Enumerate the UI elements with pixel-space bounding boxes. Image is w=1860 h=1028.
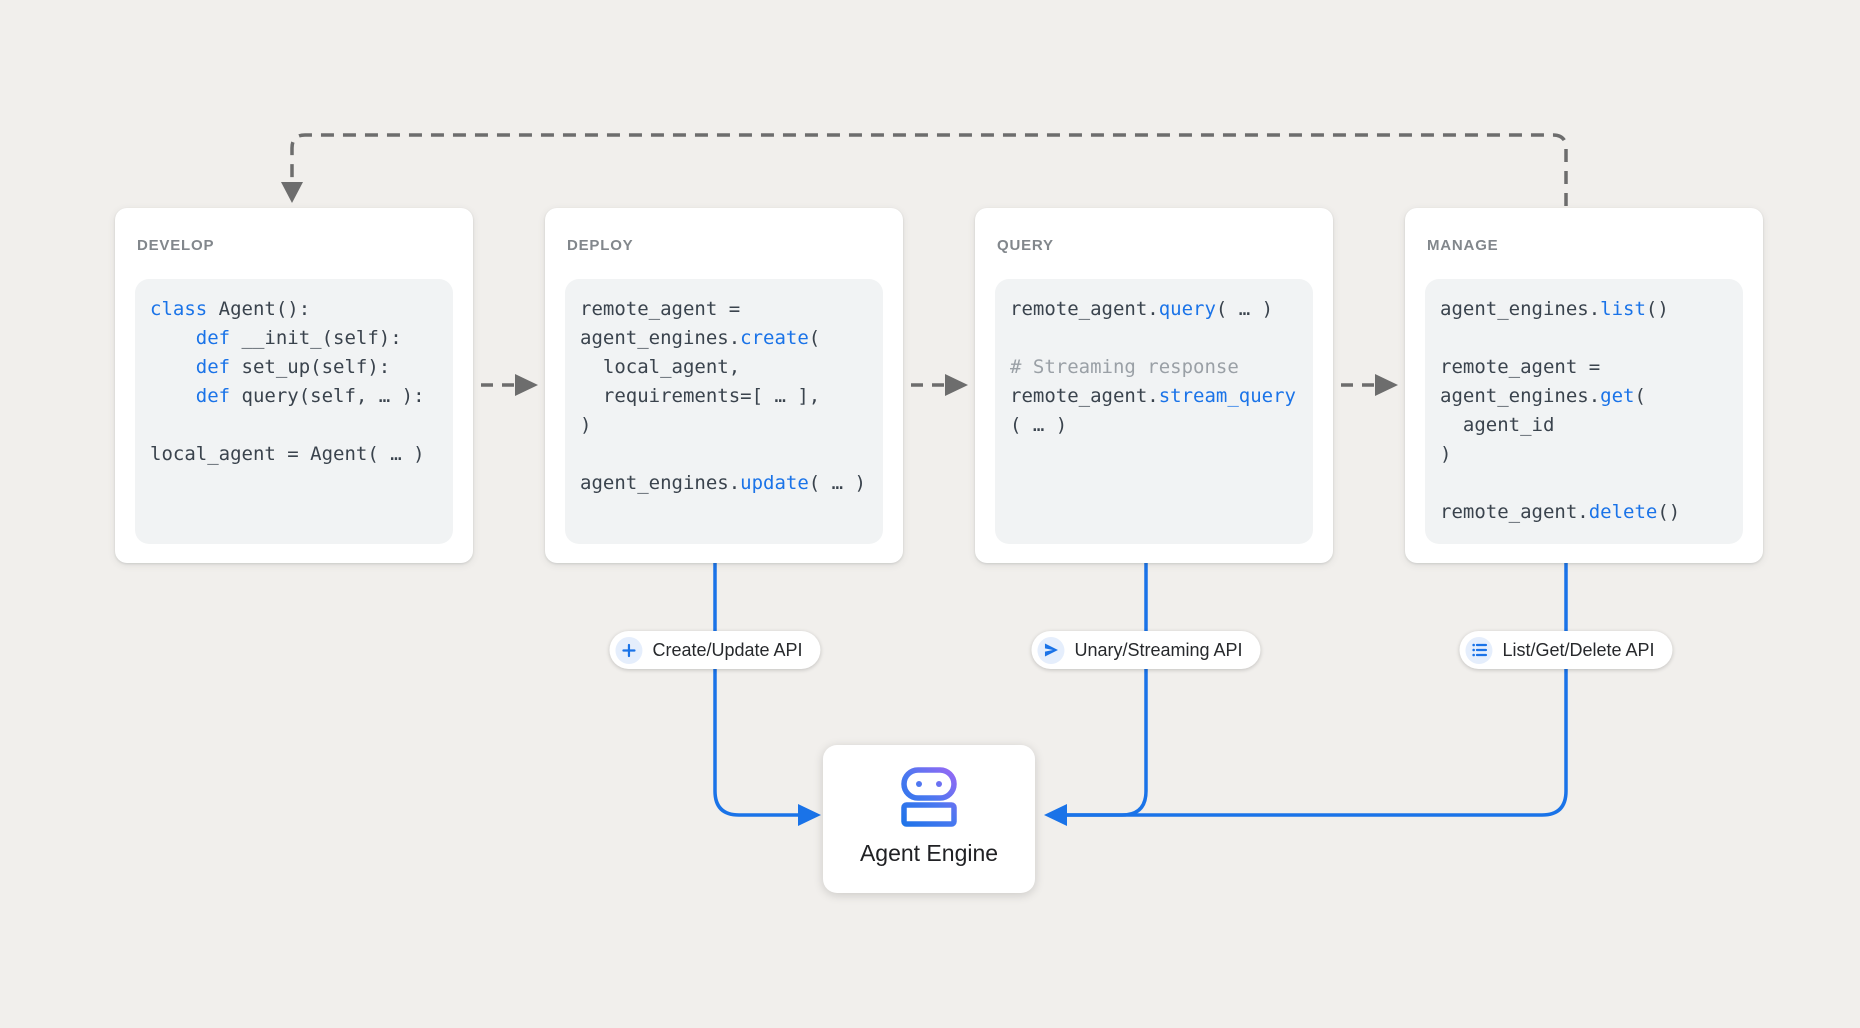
unary-streaming-api-pill: Unary/Streaming API xyxy=(1031,631,1261,669)
code-line: agent_engines.update( … ) xyxy=(580,472,866,494)
code-line: ) xyxy=(1440,443,1452,465)
code-line: agent_engines.create( xyxy=(580,327,821,349)
deploy-card: DEPLOY remote_agent = agent_engines.creat… xyxy=(545,208,903,563)
query-to-engine-line xyxy=(1066,563,1148,817)
deploy-to-query-arrow xyxy=(911,374,968,396)
code-line: requirements=[ … ], xyxy=(580,385,821,407)
code-line xyxy=(580,440,868,469)
deploy-code-block: remote_agent = agent_engines.create( loca… xyxy=(565,279,883,544)
manage-card: MANAGE agent_engines.list() remote_agent… xyxy=(1405,208,1763,563)
code-line: remote_agent = xyxy=(580,298,741,320)
code-line: local_agent, xyxy=(580,356,741,378)
code-line xyxy=(1010,324,1298,353)
deploy-to-engine-line xyxy=(713,563,821,826)
deploy-card-title: DEPLOY xyxy=(567,237,634,254)
list-icon xyxy=(1465,636,1493,664)
query-code-block: remote_agent.query( … ) # Streaming resp… xyxy=(995,279,1313,544)
code-line: def __init_(self): xyxy=(195,327,402,349)
agent-engine-label: Agent Engine xyxy=(859,840,999,866)
query-card: QUERY remote_agent.query( … ) # Streamin… xyxy=(975,208,1333,563)
code-line: def set_up(self): xyxy=(195,356,391,378)
code-line: agent_engines.get( xyxy=(1440,385,1646,407)
code-line xyxy=(150,411,438,440)
plus-icon xyxy=(615,636,643,664)
develop-card: DEVELOP class Agent(): def __init_(self)… xyxy=(115,208,473,563)
develop-card-title: DEVELOP xyxy=(137,237,215,254)
create-update-api-pill: Create/Update API xyxy=(609,631,821,669)
code-line: ) xyxy=(580,414,592,436)
query-card-title: QUERY xyxy=(997,237,1054,254)
unary-streaming-api-label: Unary/Streaming API xyxy=(1074,639,1243,660)
code-line: remote_agent.delete() xyxy=(1440,501,1681,523)
code-line xyxy=(1440,469,1728,498)
query-to-manage-arrow xyxy=(1341,374,1398,396)
code-line: # Streaming response xyxy=(1010,356,1239,378)
code-line: agent_id xyxy=(1440,414,1555,436)
code-line: class Agent(): xyxy=(150,298,311,320)
manage-card-title: MANAGE xyxy=(1427,237,1499,254)
manage-to-develop-dashed-loop xyxy=(281,133,1568,206)
code-line: def query(self, … ): xyxy=(195,385,425,407)
agent-engine-node: Agent Engine xyxy=(823,745,1035,893)
robot-icon xyxy=(901,767,957,827)
code-line: agent_engines.list() xyxy=(1440,298,1669,320)
develop-code-block: class Agent(): def __init_(self): def se… xyxy=(135,279,453,544)
code-line: local_agent = Agent( … ) xyxy=(150,443,425,465)
code-line: remote_agent = xyxy=(1440,356,1601,378)
code-line: remote_agent.stream_query xyxy=(1010,385,1296,407)
list-get-delete-api-label: List/Get/Delete API xyxy=(1502,639,1655,660)
list-get-delete-api-pill: List/Get/Delete API xyxy=(1459,631,1673,669)
code-line xyxy=(1440,324,1728,353)
develop-to-deploy-arrow xyxy=(481,374,538,396)
send-icon xyxy=(1037,636,1065,664)
code-line: ( … ) xyxy=(1010,414,1068,436)
manage-to-engine-line xyxy=(1044,563,1568,826)
manage-code-block: agent_engines.list() remote_agent = agent… xyxy=(1425,279,1743,544)
code-line: remote_agent.query( … ) xyxy=(1010,298,1274,320)
create-update-api-label: Create/Update API xyxy=(652,639,803,660)
